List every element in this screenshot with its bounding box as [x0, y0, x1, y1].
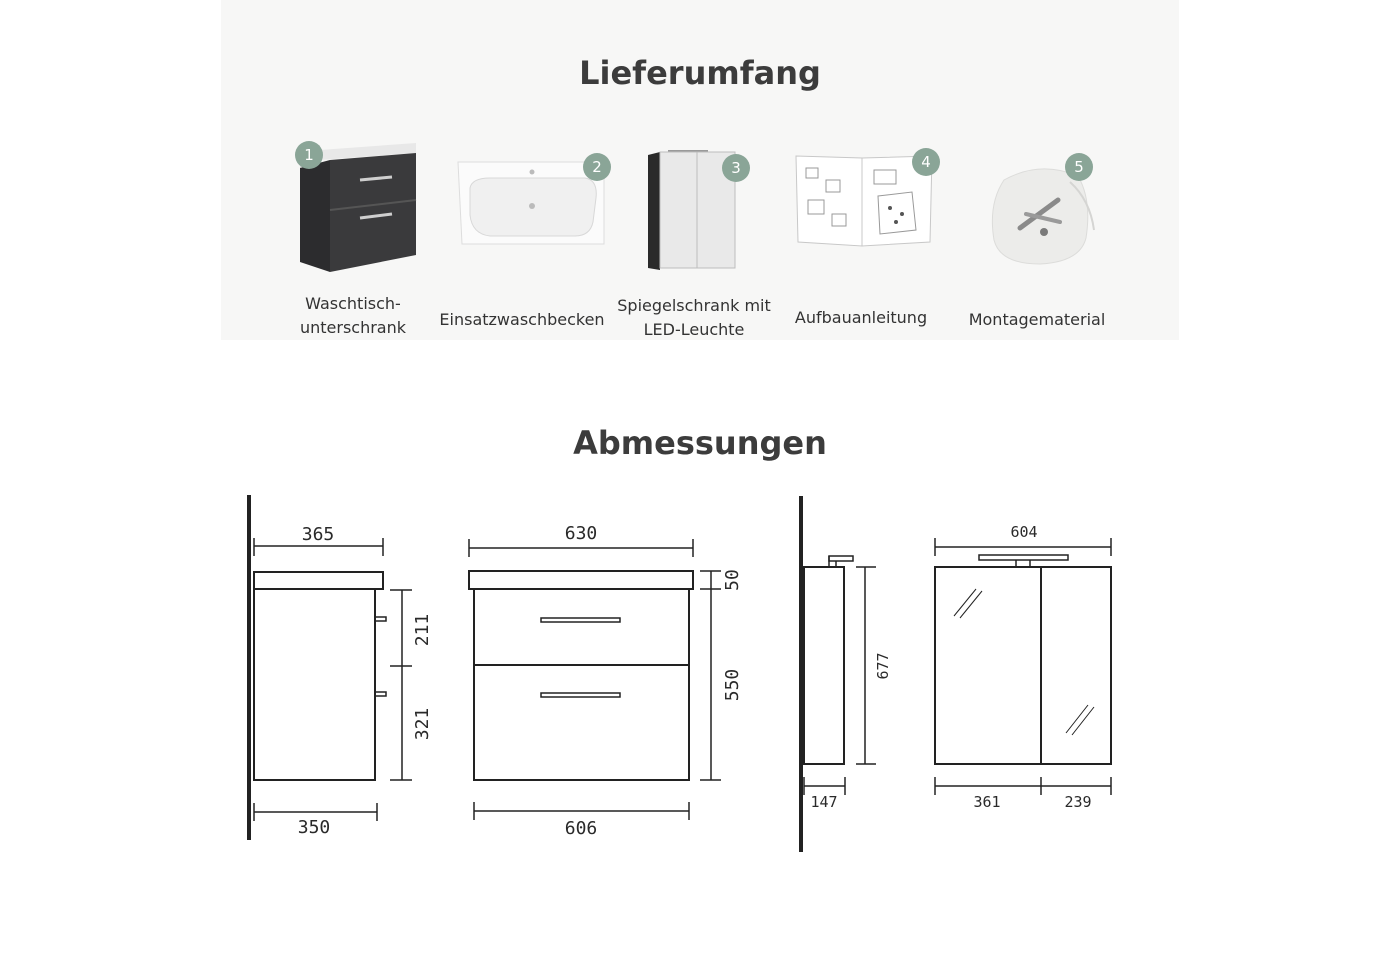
- badge-1-number: 1: [304, 146, 314, 164]
- dim-vanity-side-bottom: 350: [298, 817, 331, 838]
- dim-vanity-front-bottom: 606: [565, 818, 598, 839]
- badge-4: 4: [912, 148, 940, 176]
- scope-title: Lieferumfang: [579, 54, 821, 92]
- dim-mirror-width: 604: [1010, 523, 1037, 541]
- dim-vanity-side-top: 365: [302, 524, 335, 545]
- badge-3: 3: [722, 154, 750, 182]
- manual-image: [795, 155, 933, 247]
- scope-illustrations: 1 2 3 4: [295, 141, 1095, 272]
- mounting-bag-image: [991, 168, 1095, 265]
- dim-vanity-drawer-bottom: 321: [412, 708, 433, 741]
- badge-5-number: 5: [1074, 158, 1084, 176]
- item-label-mirror-cabinet: Spiegelschrank mit LED-Leuchte: [617, 296, 771, 339]
- dim-vanity-basin-height: 50: [722, 569, 743, 591]
- dim-mirror-height: 677: [874, 652, 892, 679]
- item-label-mounting: Montagematerial: [968, 310, 1106, 329]
- dim-vanity-cabinet-height: 550: [722, 669, 743, 702]
- badge-2-number: 2: [592, 158, 602, 176]
- basin-image: [457, 161, 605, 245]
- dim-mirror-depth: 147: [810, 793, 837, 811]
- badge-5: 5: [1065, 153, 1093, 181]
- dim-mirror-left-door: 361: [973, 793, 1000, 811]
- mirror-side-view: [799, 496, 876, 852]
- item-label-vanity: Waschtisch- unterschrank: [299, 294, 407, 337]
- badge-4-number: 4: [921, 153, 931, 171]
- badge-3-number: 3: [731, 159, 741, 177]
- vanity-cabinet-image: [300, 143, 417, 272]
- item-label-manual: Aufbauanleitung: [794, 308, 928, 327]
- vanity-front-view: [468, 539, 721, 820]
- badge-2: 2: [583, 153, 611, 181]
- dimensions-title: Abmessungen: [573, 424, 827, 462]
- item-label-basin: Einsatzwaschbecken: [439, 310, 605, 329]
- dim-vanity-front-top: 630: [565, 523, 598, 544]
- mirror-front-view: [934, 538, 1112, 795]
- dim-mirror-right-door: 239: [1064, 793, 1091, 811]
- badge-1: 1: [295, 141, 323, 169]
- vanity-side-view: [247, 495, 412, 840]
- dim-vanity-drawer-top: 211: [412, 614, 433, 647]
